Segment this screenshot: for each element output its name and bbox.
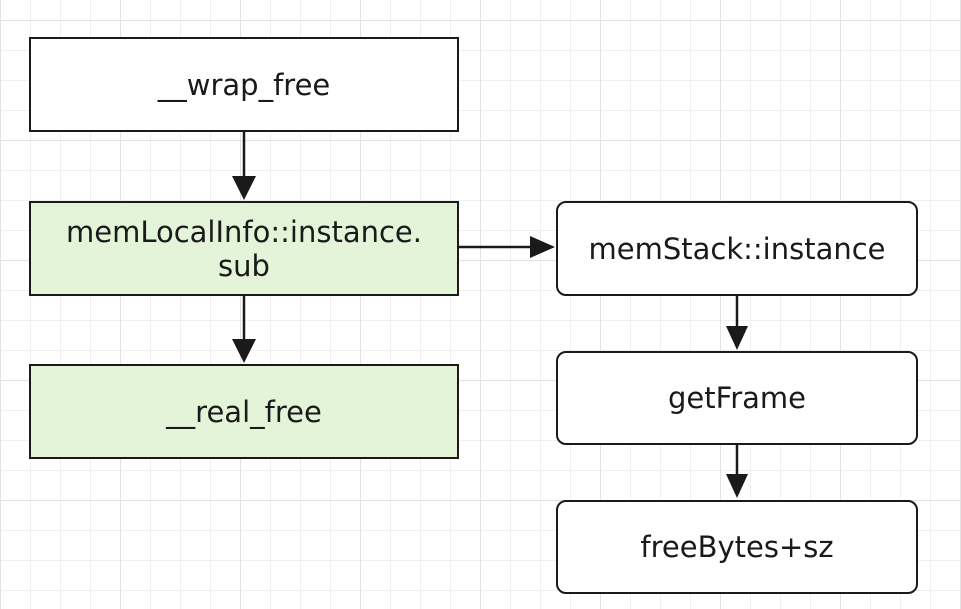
edge-get-frame-to-free-bytes-sz xyxy=(726,445,748,498)
edge-mem-stack-instance-to-get-frame xyxy=(726,296,748,350)
edge-wrap-free-to-mem-local-info-sub xyxy=(232,132,256,200)
node-real-free-label: __real_free xyxy=(166,394,322,429)
node-mem-stack-instance: memStack::instance xyxy=(556,201,918,296)
node-mem-local-info-sub-label: memLocalInfo::instance. sub xyxy=(65,214,422,283)
node-get-frame: getFrame xyxy=(556,351,918,445)
node-free-bytes-sz: freeBytes+sz xyxy=(556,500,918,594)
edge-mem-local-info-sub-to-real-free xyxy=(232,296,256,363)
node-mem-local-info-sub: memLocalInfo::instance. sub xyxy=(29,201,459,296)
node-get-frame-label: getFrame xyxy=(668,381,806,415)
node-wrap-free: __wrap_free xyxy=(29,37,459,132)
node-mem-stack-instance-label: memStack::instance xyxy=(588,231,886,266)
node-wrap-free-label: __wrap_free xyxy=(157,67,331,102)
node-real-free: __real_free xyxy=(29,364,459,459)
edge-mem-local-info-sub-to-mem-stack-instance xyxy=(459,236,555,258)
node-free-bytes-sz-label: freeBytes+sz xyxy=(640,530,834,564)
